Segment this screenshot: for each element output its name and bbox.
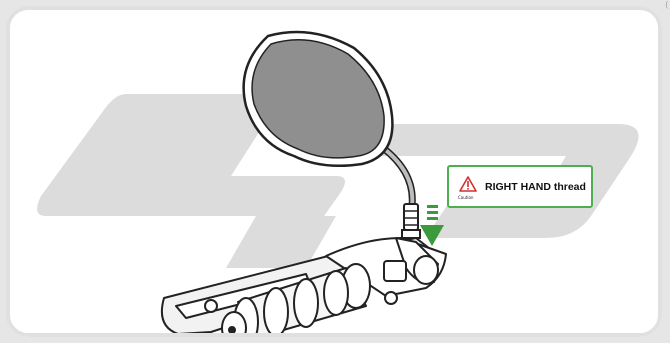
handlebar-assembly bbox=[160, 237, 447, 337]
mirror-head bbox=[242, 30, 394, 168]
warning-triangle-icon bbox=[459, 176, 477, 192]
mirror-illustration bbox=[37, 30, 639, 337]
caution-caption: Caution bbox=[458, 195, 474, 200]
thread-direction-label: RIGHT HAND thread bbox=[485, 181, 586, 193]
thread-direction-callout: Caution RIGHT HAND thread bbox=[447, 165, 593, 208]
down-arrow-icon bbox=[420, 205, 444, 246]
corner-mark: ( bbox=[665, 0, 668, 9]
